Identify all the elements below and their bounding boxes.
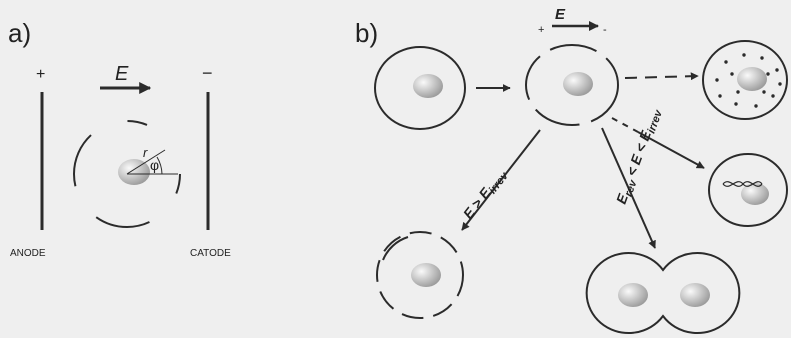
arrow-to-ruptured-cell <box>461 129 541 231</box>
intact-cell-nucleus <box>413 74 443 98</box>
ruptured-cell <box>376 231 464 319</box>
irreversible-condition-label: E > Eirrev <box>460 165 512 223</box>
uptake-molecules <box>715 53 782 108</box>
panel-b: b) E + - <box>355 6 788 334</box>
arrow-to-gene-cell-dashed-part <box>611 117 639 133</box>
angle-label: φ <box>150 157 159 173</box>
cathode-minus-sign: − <box>202 63 213 83</box>
cell-a-membrane <box>73 120 181 228</box>
ruptured-cell-fragment <box>382 236 409 261</box>
radius-line <box>126 149 166 175</box>
field-label-a: E <box>115 63 129 85</box>
fused-cell-nucleus-right <box>680 283 710 307</box>
panel-b-label: b) <box>355 18 378 48</box>
field-plus-sign-b: + <box>538 24 544 36</box>
intact-cell <box>374 46 466 130</box>
anode-plus-sign: + <box>36 66 45 83</box>
angle-arc <box>156 156 163 175</box>
dna-strand-icon <box>722 181 763 187</box>
ruptured-cell-nucleus <box>411 263 441 287</box>
porated-cell-nucleus <box>563 72 593 96</box>
uptake-cell <box>702 40 788 120</box>
porated-cell <box>525 44 619 126</box>
cell-a-nucleus <box>118 159 150 185</box>
uptake-cell-nucleus <box>737 67 767 91</box>
gene-transfer-cell-nucleus <box>741 183 769 205</box>
fused-cell-nucleus-left <box>618 283 648 307</box>
cathode-label: CATODE <box>190 248 231 259</box>
anode-label: ANODE <box>10 248 46 259</box>
arrow-to-fused-cells <box>601 127 656 249</box>
panel-a: a) + ANODE − CATODE E r φ <box>8 18 231 259</box>
gene-transfer-cell <box>708 153 788 227</box>
field-label-b: E <box>555 6 566 23</box>
arrow-to-uptake-cell <box>624 72 699 81</box>
fused-cells <box>585 252 741 334</box>
arrow-to-gene-cell <box>637 131 705 169</box>
radius-label: r <box>143 145 148 160</box>
panel-a-label: a) <box>8 18 31 48</box>
field-minus-sign-b: - <box>603 24 607 36</box>
reversible-condition-label: Erev < E < Eirrev <box>613 105 665 207</box>
